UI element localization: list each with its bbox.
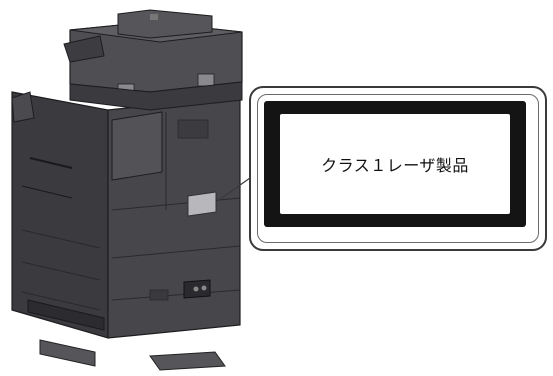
- machine-left-side: [11, 91, 109, 339]
- callout-leader: [215, 177, 251, 203]
- label-callout: クラス１レーザ製品: [249, 86, 547, 251]
- laser-product-label: クラス１レーザ製品: [264, 101, 526, 227]
- machine-top-unit: [63, 9, 243, 111]
- machine-feet: [39, 339, 226, 371]
- callout-inner-border: [257, 94, 539, 243]
- laser-label-inner: クラス１レーザ製品: [280, 114, 510, 214]
- machine-front: [107, 95, 241, 339]
- laser-label-text: クラス１レーザ製品: [321, 156, 469, 175]
